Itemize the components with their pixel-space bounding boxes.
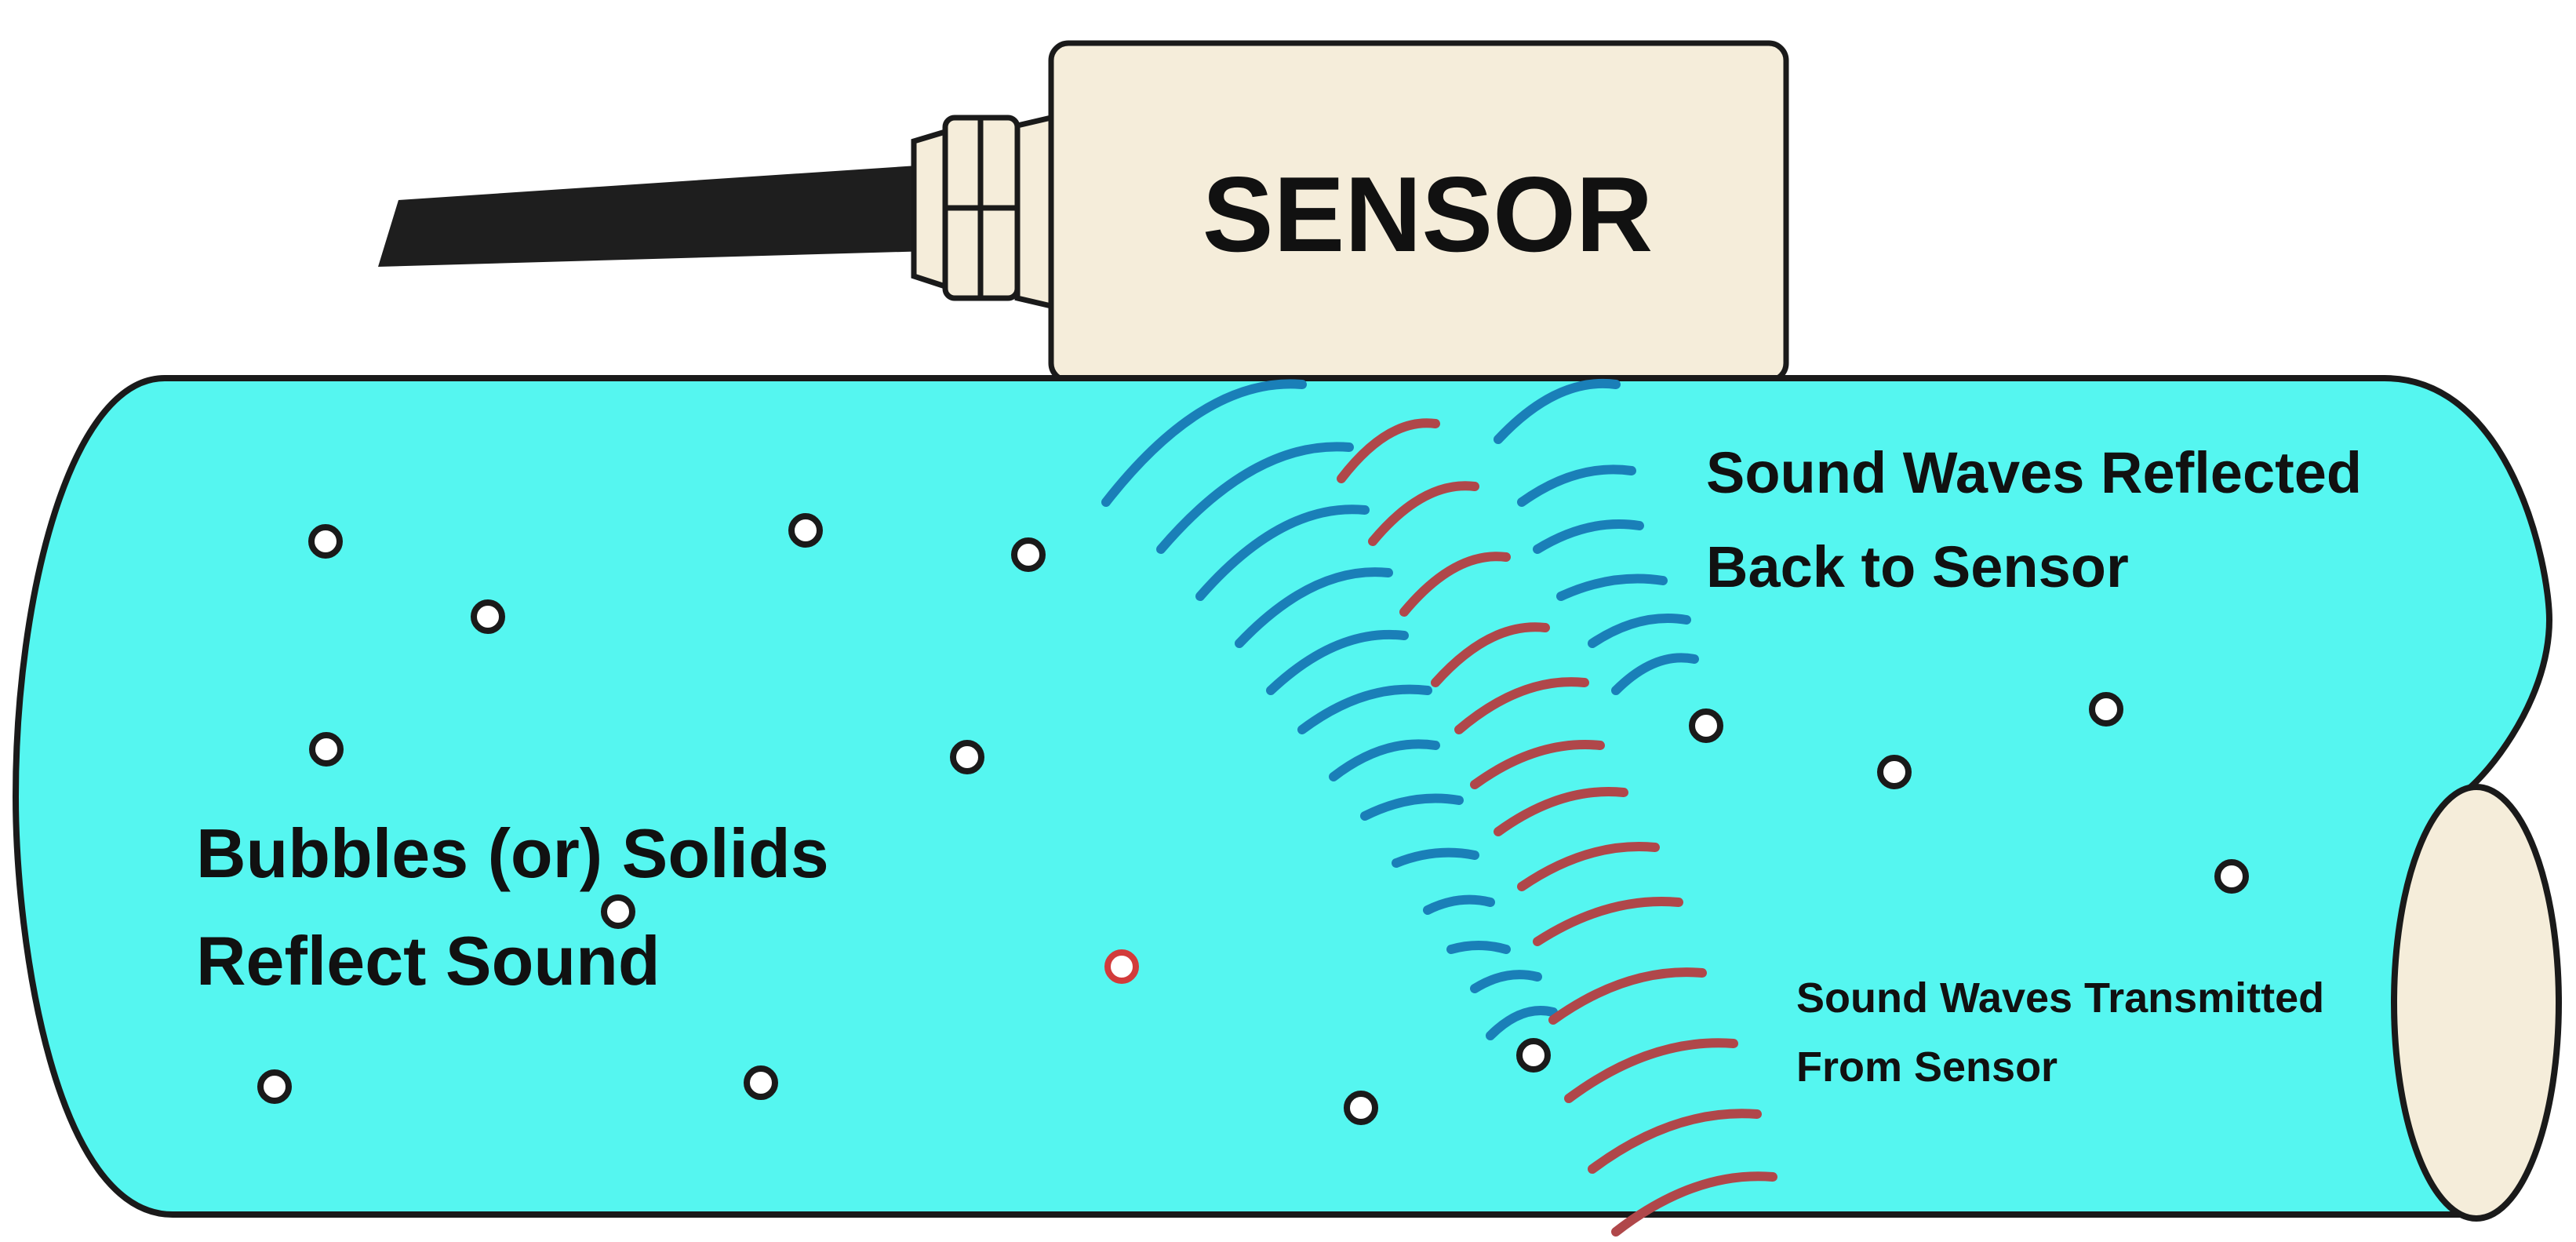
sensor-cable — [378, 165, 930, 267]
transmitted-wave-arc — [1368, 481, 1479, 546]
reflected-wave-arc — [1446, 941, 1511, 954]
reflected-wave-arc — [1556, 574, 1668, 601]
transmitted-wave-arc — [1399, 552, 1511, 617]
pipe-body — [12, 375, 2553, 1218]
reflected-wave-arc — [1101, 379, 1307, 507]
reflected-label-line1: Sound Waves Reflected — [1706, 440, 2362, 505]
reflected-wave-arc — [1195, 504, 1370, 601]
bubble — [471, 599, 505, 634]
transmitted-wave-arc — [1533, 897, 1683, 946]
bubble — [1689, 708, 1723, 743]
transmitted-wave-arc — [1517, 842, 1660, 891]
transmitted-wave-arc — [1564, 1038, 1738, 1103]
transmitted-wave-arc — [1588, 1109, 1762, 1174]
bubble — [2214, 859, 2249, 894]
reflected-wave-arc — [1235, 567, 1393, 648]
bubble — [1877, 755, 1912, 789]
bubble — [2089, 692, 2123, 727]
reflected-wave-arc — [1297, 684, 1432, 734]
reflected-wave-arc — [1329, 739, 1440, 781]
transmitted-wave-arc — [1611, 1171, 1777, 1237]
reflected-wave-arc — [1533, 519, 1644, 554]
bubbles-label-line1: Bubbles (or) Solids — [196, 814, 829, 892]
transmitted-wave-arc — [1431, 622, 1550, 687]
reflected-wave-arc — [1517, 464, 1636, 507]
transmitted-wave-arc — [1548, 967, 1707, 1025]
reflected-label-line2: Back to Sensor — [1706, 534, 2129, 599]
transmitted-wave-arc — [1337, 418, 1440, 483]
reflected-wave-arc — [1611, 653, 1699, 695]
bubbles — [257, 513, 2249, 1125]
bubble — [744, 1065, 778, 1100]
transmitted-wave-arc — [1454, 677, 1589, 734]
bubble — [788, 513, 823, 548]
reflected-waves — [1101, 378, 1699, 1040]
reflected-wave-arc — [1494, 378, 1621, 444]
pipe-end-opening — [2391, 784, 2562, 1222]
reflected-wave-arc — [1470, 970, 1542, 993]
reflected-wave-arc — [1360, 793, 1464, 821]
sensor-label: SENSOR — [1202, 155, 1653, 274]
transmitted-label-line2: From Sensor — [1796, 1043, 2058, 1091]
bubble — [257, 1069, 292, 1104]
bubble — [1344, 1091, 1378, 1125]
transmitted-wave-arc — [1494, 787, 1628, 836]
transmitted-waves — [1337, 418, 1777, 1237]
bubble — [950, 740, 984, 774]
reflected-wave-arc — [1156, 442, 1354, 554]
bubble — [1011, 537, 1046, 572]
bubble — [308, 524, 343, 559]
reflected-wave-arc — [1588, 614, 1691, 648]
bubble — [309, 732, 344, 767]
transmitted-label-line1: Sound Waves Transmitted — [1796, 974, 2324, 1022]
reflected-wave-arc — [1423, 894, 1495, 915]
bubble-highlighted — [1104, 949, 1139, 984]
reflected-wave-arc — [1486, 1006, 1558, 1040]
reflected-wave-arc — [1266, 629, 1409, 695]
bubbles-label-line2: Reflect Sound — [196, 922, 660, 1000]
transmitted-wave-arc — [1470, 740, 1605, 789]
bubble — [1516, 1038, 1551, 1073]
bubble — [601, 894, 635, 929]
cable-gland — [911, 114, 1054, 310]
reflected-wave-arc — [1392, 847, 1479, 868]
